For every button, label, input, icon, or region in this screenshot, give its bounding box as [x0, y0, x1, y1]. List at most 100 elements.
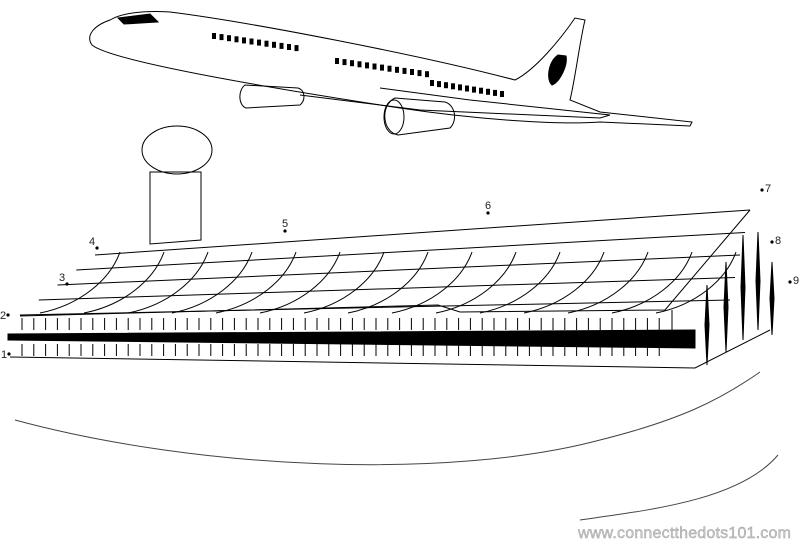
terminal-building — [7, 209, 779, 521]
roof-line — [38, 277, 736, 301]
side-fin — [704, 284, 710, 366]
dot-label-9: 9 — [793, 275, 799, 287]
airplane-engine-right — [384, 97, 456, 136]
dot-4 — [95, 246, 99, 250]
terminal-side-fins — [704, 231, 775, 366]
facade-bottom — [9, 329, 771, 369]
airplane-wing — [299, 87, 611, 119]
side-fin — [755, 231, 761, 331]
roof-rib — [391, 251, 473, 314]
dot-label-5: 5 — [282, 218, 288, 230]
roof-rib — [39, 251, 121, 314]
airplane-engine-intake — [383, 99, 405, 135]
dot-7 — [760, 188, 764, 192]
window — [479, 87, 483, 94]
dot-8 — [770, 240, 774, 244]
window — [272, 41, 276, 48]
window — [357, 61, 362, 68]
window — [410, 69, 414, 75]
window — [437, 81, 441, 88]
window — [365, 62, 369, 69]
roof-rib — [435, 251, 517, 314]
roof-rib — [479, 251, 561, 314]
dot-label-6: 6 — [485, 200, 491, 212]
window — [500, 91, 504, 97]
window — [465, 85, 469, 92]
airplane-windows — [212, 33, 504, 97]
dot-5 — [283, 229, 287, 233]
side-fin — [723, 261, 729, 353]
side-fin — [740, 234, 746, 341]
ground-curve-upper — [14, 371, 761, 466]
airplane-fuselage — [89, 11, 693, 127]
window — [486, 88, 490, 95]
roof-line — [76, 232, 746, 271]
window — [444, 82, 448, 89]
roof-line — [94, 209, 751, 256]
dot-label-8: 8 — [775, 235, 781, 247]
dot-2 — [6, 313, 10, 317]
dot-3 — [65, 282, 69, 286]
side-fin — [769, 261, 775, 336]
window — [430, 80, 434, 86]
window — [234, 36, 239, 43]
tower-shaft — [149, 171, 202, 245]
window — [249, 38, 254, 45]
window — [387, 65, 392, 72]
window — [279, 42, 284, 49]
window — [342, 59, 347, 66]
facade-columns — [21, 318, 660, 356]
watermark: www.connectthedots101.com — [577, 525, 791, 542]
window — [335, 58, 339, 64]
roof-rib — [171, 251, 253, 314]
window — [458, 84, 462, 91]
tower-cab — [141, 125, 213, 175]
window — [294, 45, 299, 52]
dot-6 — [486, 211, 490, 215]
roof-line — [57, 254, 741, 286]
window — [380, 64, 384, 71]
dot-9 — [788, 280, 792, 284]
roof-rib — [303, 251, 385, 314]
airplane — [89, 11, 693, 136]
window — [395, 66, 399, 73]
ground-curve-lower — [579, 454, 779, 521]
roof-rib — [215, 251, 297, 314]
window — [227, 35, 231, 42]
window — [493, 89, 497, 96]
window — [219, 34, 224, 41]
roof-rib — [259, 251, 341, 314]
control-tower — [141, 125, 213, 245]
airplane-tail-logo — [548, 54, 567, 86]
window — [402, 67, 407, 74]
dot-label-3: 3 — [59, 272, 65, 284]
roof-front-edge — [19, 209, 751, 317]
window — [212, 33, 216, 39]
window — [472, 86, 476, 93]
roof-rib — [567, 251, 649, 314]
airplane-nose-window — [116, 13, 160, 25]
black-band — [7, 329, 696, 349]
airplane-engine-left — [239, 84, 305, 109]
window — [417, 70, 422, 77]
window — [264, 40, 269, 47]
window — [350, 60, 354, 67]
window — [287, 44, 291, 50]
roof-rib — [347, 251, 429, 314]
window — [425, 71, 429, 78]
numbered-dots: 1 2 3 4 5 6 7 8 9 — [0, 183, 799, 361]
dot-label-1: 1 — [1, 349, 7, 361]
window — [257, 39, 261, 46]
dot-label-7: 7 — [765, 183, 771, 195]
window — [451, 83, 455, 90]
dot-label-4: 4 — [89, 236, 95, 248]
dot-label-2: 2 — [0, 310, 6, 322]
window — [242, 37, 246, 44]
terminal-roof — [19, 209, 751, 316]
roof-rib — [83, 251, 165, 314]
roof-rib — [127, 251, 209, 314]
window — [372, 63, 377, 70]
dot-1 — [7, 352, 11, 356]
